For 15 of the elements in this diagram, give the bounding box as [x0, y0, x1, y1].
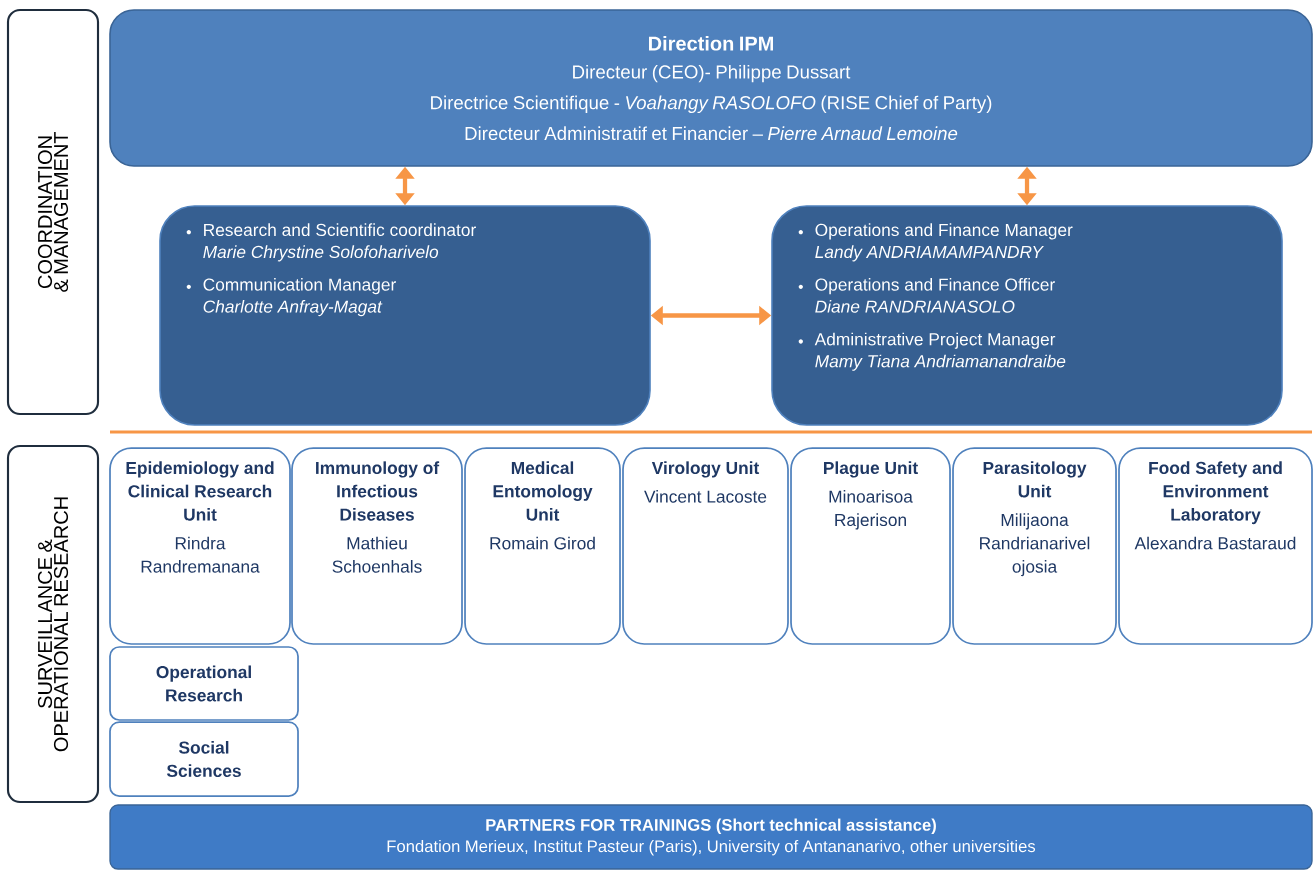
unit-box: Virology Unit Vincent Lacoste [622, 447, 789, 645]
unit-box: Parasitology Unit Milijaona Randrianarivel ojosia [952, 447, 1117, 645]
unit-box: Immunology of Infectious Diseases Mathieu Schoenhals [291, 447, 463, 645]
team-box: Social Sciences [109, 721, 299, 797]
unit-box: Medical Entomology Unit Romain Girod [464, 447, 621, 645]
unit-box: Plague Unit Minoarisoa Rajerison [790, 447, 951, 645]
staff-box: Operations and Finance Manager Landy ANDRIAMAMPANDRY Operations and Finance Officer Diane RANDRIANASOLO Administrative Project Manager Mamy Tiana Andriamanandraibe [771, 205, 1283, 426]
team-box: Operational Research [109, 646, 299, 721]
partners-banner: PARTNERS FOR TRAININGS (Short technical assistance) Fondation Merieux, Institut Pasteur (Paris), University of Antananarivo, other universities [109, 804, 1313, 870]
staff-box: Research and Scientific coordinator Marie Chrystine Solofoharivelo Communication Manager Charlotte Anfray-Magat [159, 205, 651, 426]
section-label-box: SURVEILLANCE & OPERATIONAL RESEARCH [6, 444, 100, 804]
unit-box: Epidemiology and Clinical Research Unit Rindra Randremanana [109, 447, 291, 645]
direction-box: Direction IPM Directeur (CEO)- Philippe Dussart Directrice Scientifique - Voahangy RASOLOFO (RISE Chief of Party) Directeur Administratif et Financier – Pierre Arnaud Lemoine [109, 9, 1313, 167]
section-label-box: COORDINATION & MANAGEMENT [6, 8, 100, 416]
unit-box: Food Safety and Environment Laboratory Alexandra Bastaraud [1118, 447, 1313, 645]
